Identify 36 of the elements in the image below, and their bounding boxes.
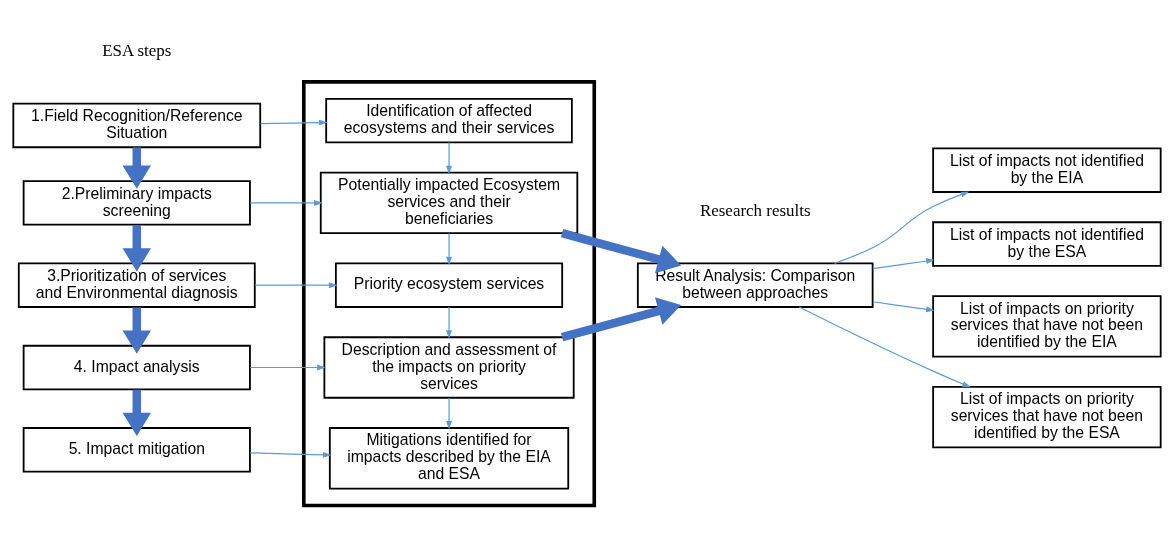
arrow [872, 257, 935, 269]
arrow [446, 232, 452, 265]
node-box: List of impacts on priority services that have not been identified by the EIA [932, 294, 1162, 358]
node-box: 2.Preliminary impacts screening [22, 179, 251, 226]
arrow [122, 224, 151, 271]
node-box: 4. Impact analysis [22, 344, 251, 390]
arrow [249, 199, 323, 206]
node-box: 3.Prioritization of services and Environmental diagnosis [17, 262, 256, 308]
node-box: List of impacts not identified by the ESA [932, 220, 1162, 267]
arrow [122, 389, 151, 436]
node-box: 5. Impact mitigation [22, 426, 251, 472]
node-box: List of impacts not identified by the EIA [932, 147, 1162, 193]
arrow [254, 281, 338, 288]
arrow [122, 146, 151, 189]
arrow [249, 451, 332, 458]
arrow [798, 305, 971, 387]
arrow [872, 300, 935, 312]
node-box: Identification of affected ecosystems and their services [325, 97, 573, 143]
node-box: Potentially impacted Ecosystem services and their beneficiaries [319, 171, 579, 234]
node-box: 1.Field Recognition/Reference Situation [12, 102, 262, 148]
node-box: Description and assessment of the impacts on priority services [323, 335, 575, 399]
node-box: Mitigations identified for impacts described by the EIA and ESA [328, 426, 570, 489]
arrow [446, 305, 452, 339]
arrow [560, 296, 682, 341]
arrow [833, 191, 970, 264]
label: Research results [699, 200, 811, 220]
arrow [446, 397, 452, 430]
arrow [446, 141, 452, 174]
label: ESA steps [102, 40, 172, 60]
arrow [122, 306, 151, 354]
cluster [302, 79, 597, 507]
node-box: Priority ecosystem services [334, 262, 564, 308]
arrow [249, 364, 326, 370]
node-box: List of impacts on priority services that have not been identified by the ESA [932, 385, 1162, 448]
arrow [259, 119, 328, 126]
arrow [560, 228, 682, 273]
